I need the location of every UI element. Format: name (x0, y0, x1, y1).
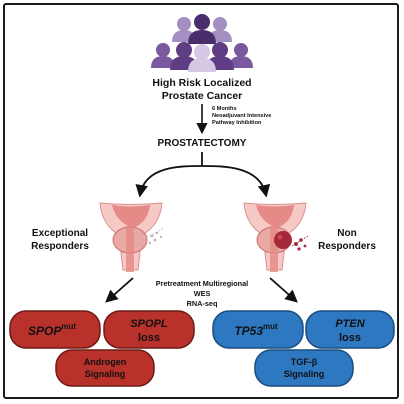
right-group-line1: Non (337, 228, 356, 239)
spopl-suffix: loss (138, 332, 160, 344)
arrow-to-non-responder-findings (269, 277, 298, 303)
treatment-line2: Neoadjuvant Intensive (212, 113, 271, 119)
cohort-title-line2: Prostate Cancer (162, 90, 243, 102)
androgen-line2: Signaling (85, 369, 126, 379)
arrow-to-exceptional-findings (105, 277, 134, 303)
tgf-line2: Signaling (284, 369, 325, 379)
spop-sup: mut (61, 322, 76, 331)
treatment-line3: Pathway Inhibition (212, 120, 262, 126)
cohort-title-line1: High Risk Localized (152, 77, 251, 89)
pten-loss-pill: PTEN loss (305, 310, 395, 349)
pten-suffix: loss (339, 332, 361, 344)
spopl-gene: SPOPL (130, 318, 168, 330)
analysis-line1: Pretreatment Multiregional (156, 279, 248, 288)
split-arrows (135, 152, 271, 198)
left-group-line2: Responders (31, 241, 89, 252)
androgen-signaling-pill: Androgen Signaling (55, 349, 155, 387)
svg-text:SPOPmut: SPOPmut (28, 322, 76, 338)
spop-gene: SPOP (28, 324, 62, 338)
svg-text:TP53mut: TP53mut (234, 322, 278, 338)
tgf-line1: TGF-β (291, 357, 318, 367)
analysis-line2: WES (194, 289, 211, 298)
tgf-signaling-pill: TGF-β Signaling (254, 349, 354, 387)
tumor-illustration-icon (243, 202, 309, 272)
right-group-line2: Responders (318, 241, 376, 252)
prostate-illustration-icon (99, 202, 165, 272)
left-group-line1: Exceptional (32, 228, 88, 239)
tp53-mut-pill: TP53mut (212, 310, 304, 349)
tp53-sup: mut (263, 322, 278, 331)
spop-mut-pill: SPOPmut (9, 310, 101, 349)
people-group-icon (151, 14, 253, 72)
spopl-loss-pill: SPOPL loss (103, 310, 195, 349)
pten-gene: PTEN (335, 318, 365, 330)
surgery-label: PROSTATECTOMY (158, 138, 247, 149)
tp53-gene: TP53 (234, 324, 263, 338)
androgen-line1: Androgen (84, 357, 127, 367)
treatment-line1: 6 Months (212, 106, 237, 112)
analysis-line3: RNA-seq (187, 299, 218, 308)
